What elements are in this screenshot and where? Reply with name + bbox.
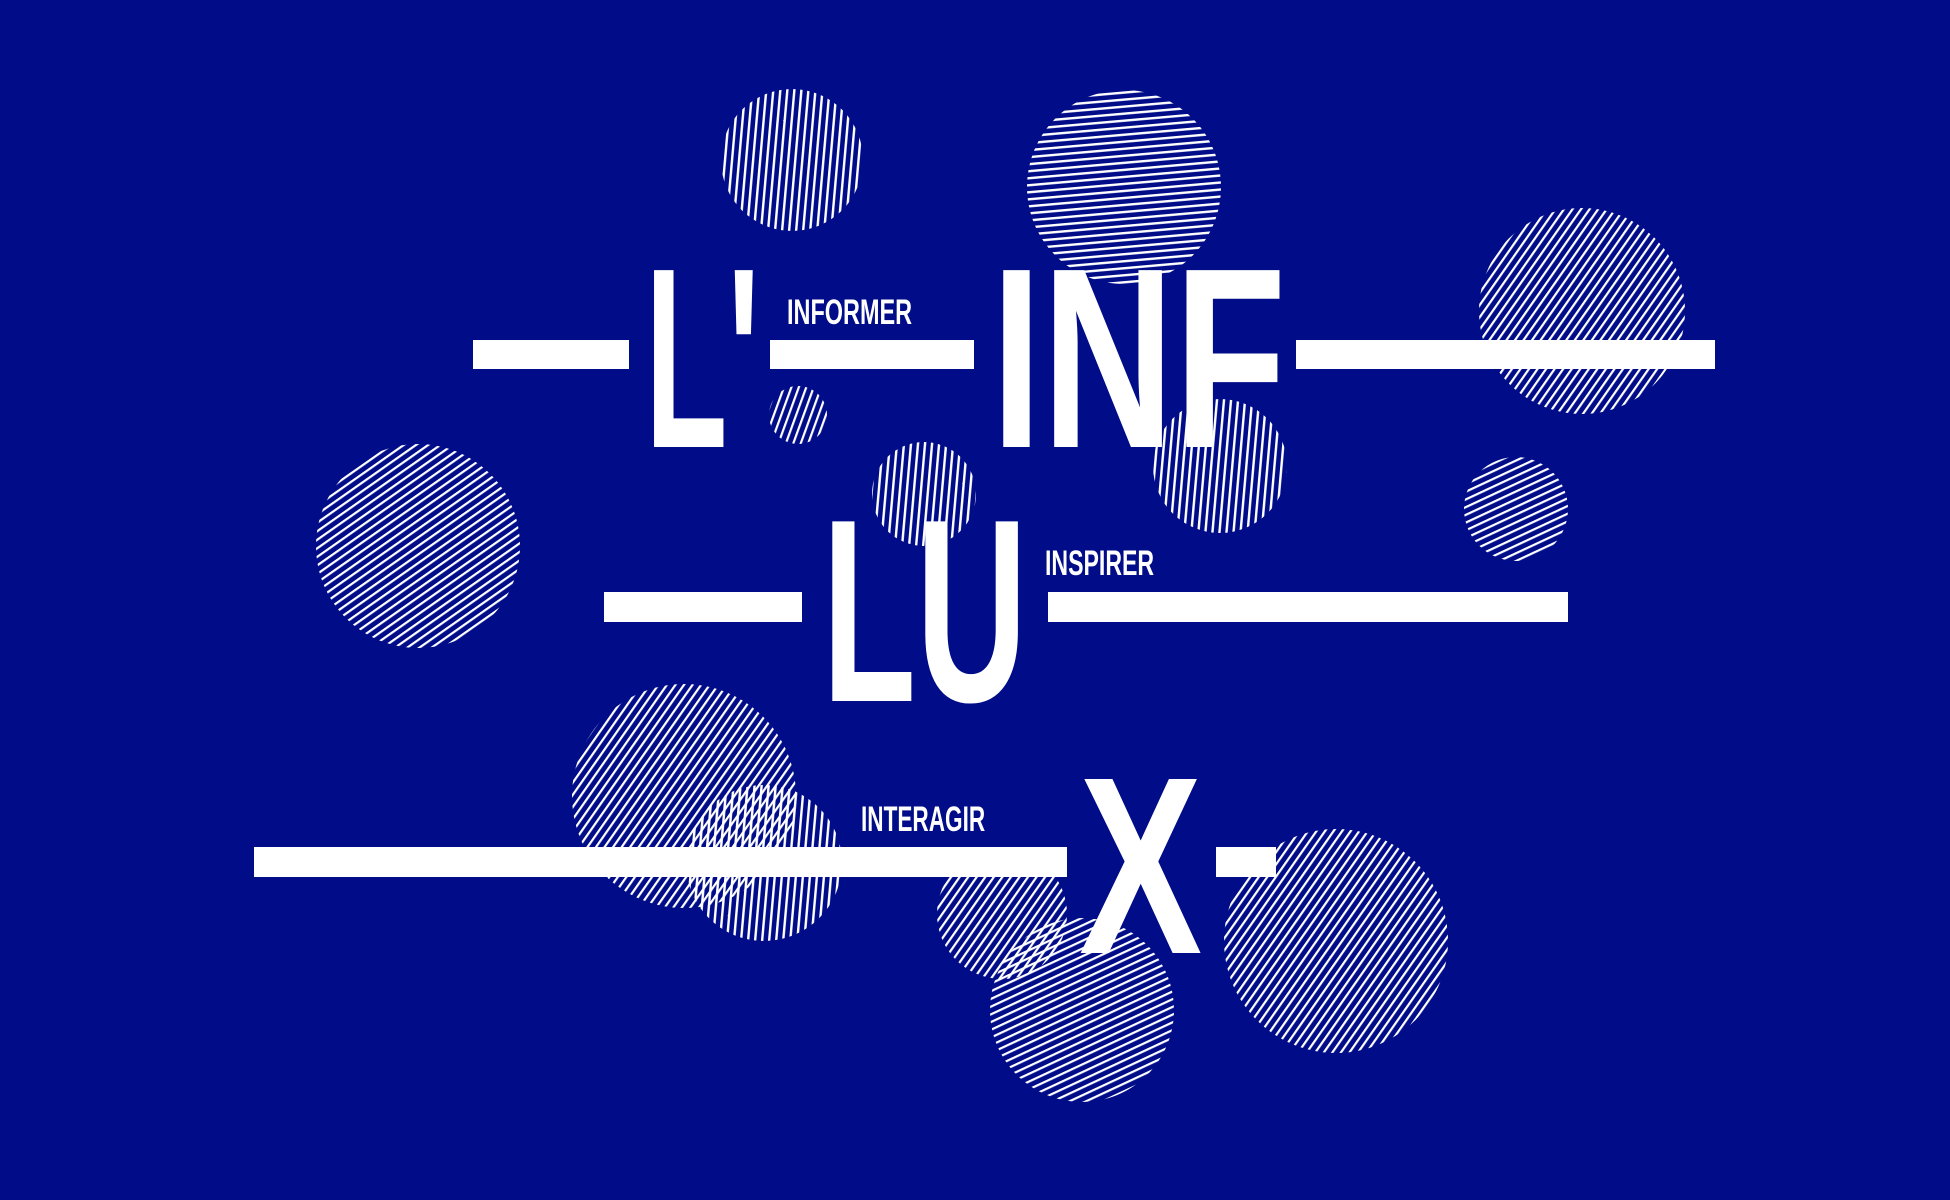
bar-row2-left (604, 592, 802, 622)
title-l-apostrophe: L' (645, 215, 760, 502)
bar-row1-left (473, 340, 629, 369)
bar-row3-left (254, 847, 1067, 877)
label-interagir: INTERAGIR (861, 800, 986, 839)
bar-row2-right (1048, 592, 1568, 622)
bar-row3-right (1216, 847, 1276, 877)
title-inf: INF (991, 215, 1287, 502)
bar-row1-right (1296, 340, 1715, 369)
title-x: X (1079, 724, 1203, 1007)
title-lu: LU (822, 466, 1028, 757)
label-informer: INFORMER (787, 293, 913, 332)
label-inspirer: INSPIRER (1045, 544, 1155, 583)
bar-row1-mid (770, 340, 974, 369)
